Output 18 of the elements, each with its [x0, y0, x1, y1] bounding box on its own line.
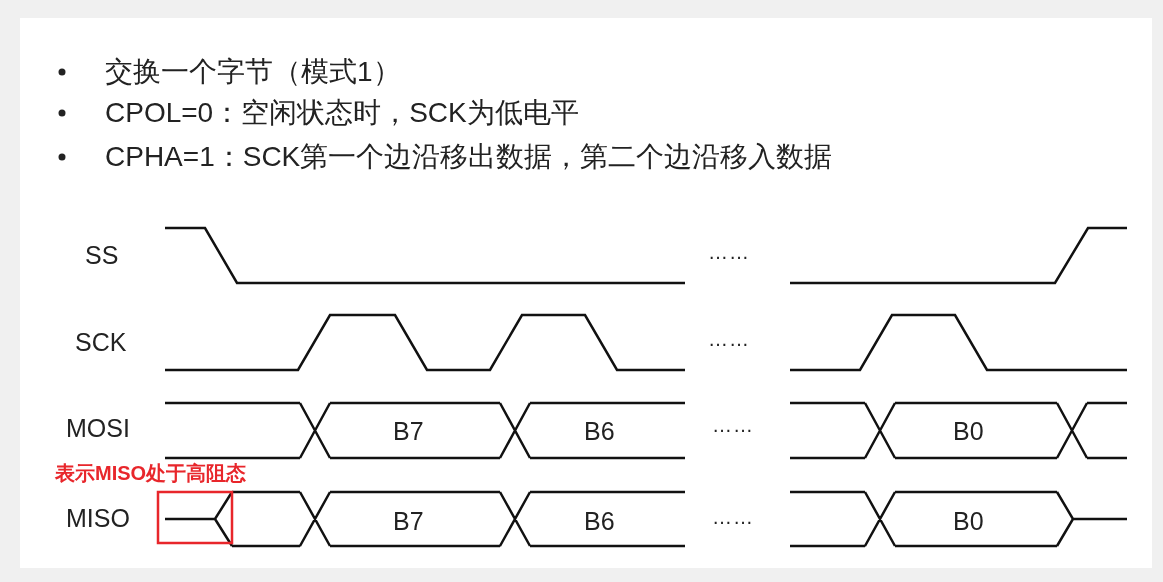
ellipsis: …… [712, 507, 754, 527]
data-bit-label: B6 [584, 508, 615, 534]
data-bit-label: B0 [953, 508, 984, 534]
ellipsis: …… [708, 329, 750, 349]
bullet-text: 交换一个字节（模式1） [105, 58, 401, 86]
data-bit-label: B7 [393, 508, 424, 534]
signal-name: MISO [66, 505, 130, 531]
signal-name: MOSI [66, 415, 130, 441]
signal-name: SS [85, 242, 119, 268]
bullet-text: CPHA=1：SCK第一个边沿移出数据，第二个边沿移入数据 [105, 143, 833, 171]
bullet-text: CPOL=0：空闲状态时，SCK为低电平 [105, 99, 579, 127]
ellipsis: …… [708, 242, 750, 262]
ellipsis: …… [712, 415, 754, 435]
data-bit-label: B0 [953, 418, 984, 444]
annotation-text: 表示MISO处于高阻态 [55, 463, 247, 483]
signal-name: SCK [75, 329, 127, 355]
data-bit-label: B7 [393, 418, 424, 444]
data-bit-label: B6 [584, 418, 615, 444]
